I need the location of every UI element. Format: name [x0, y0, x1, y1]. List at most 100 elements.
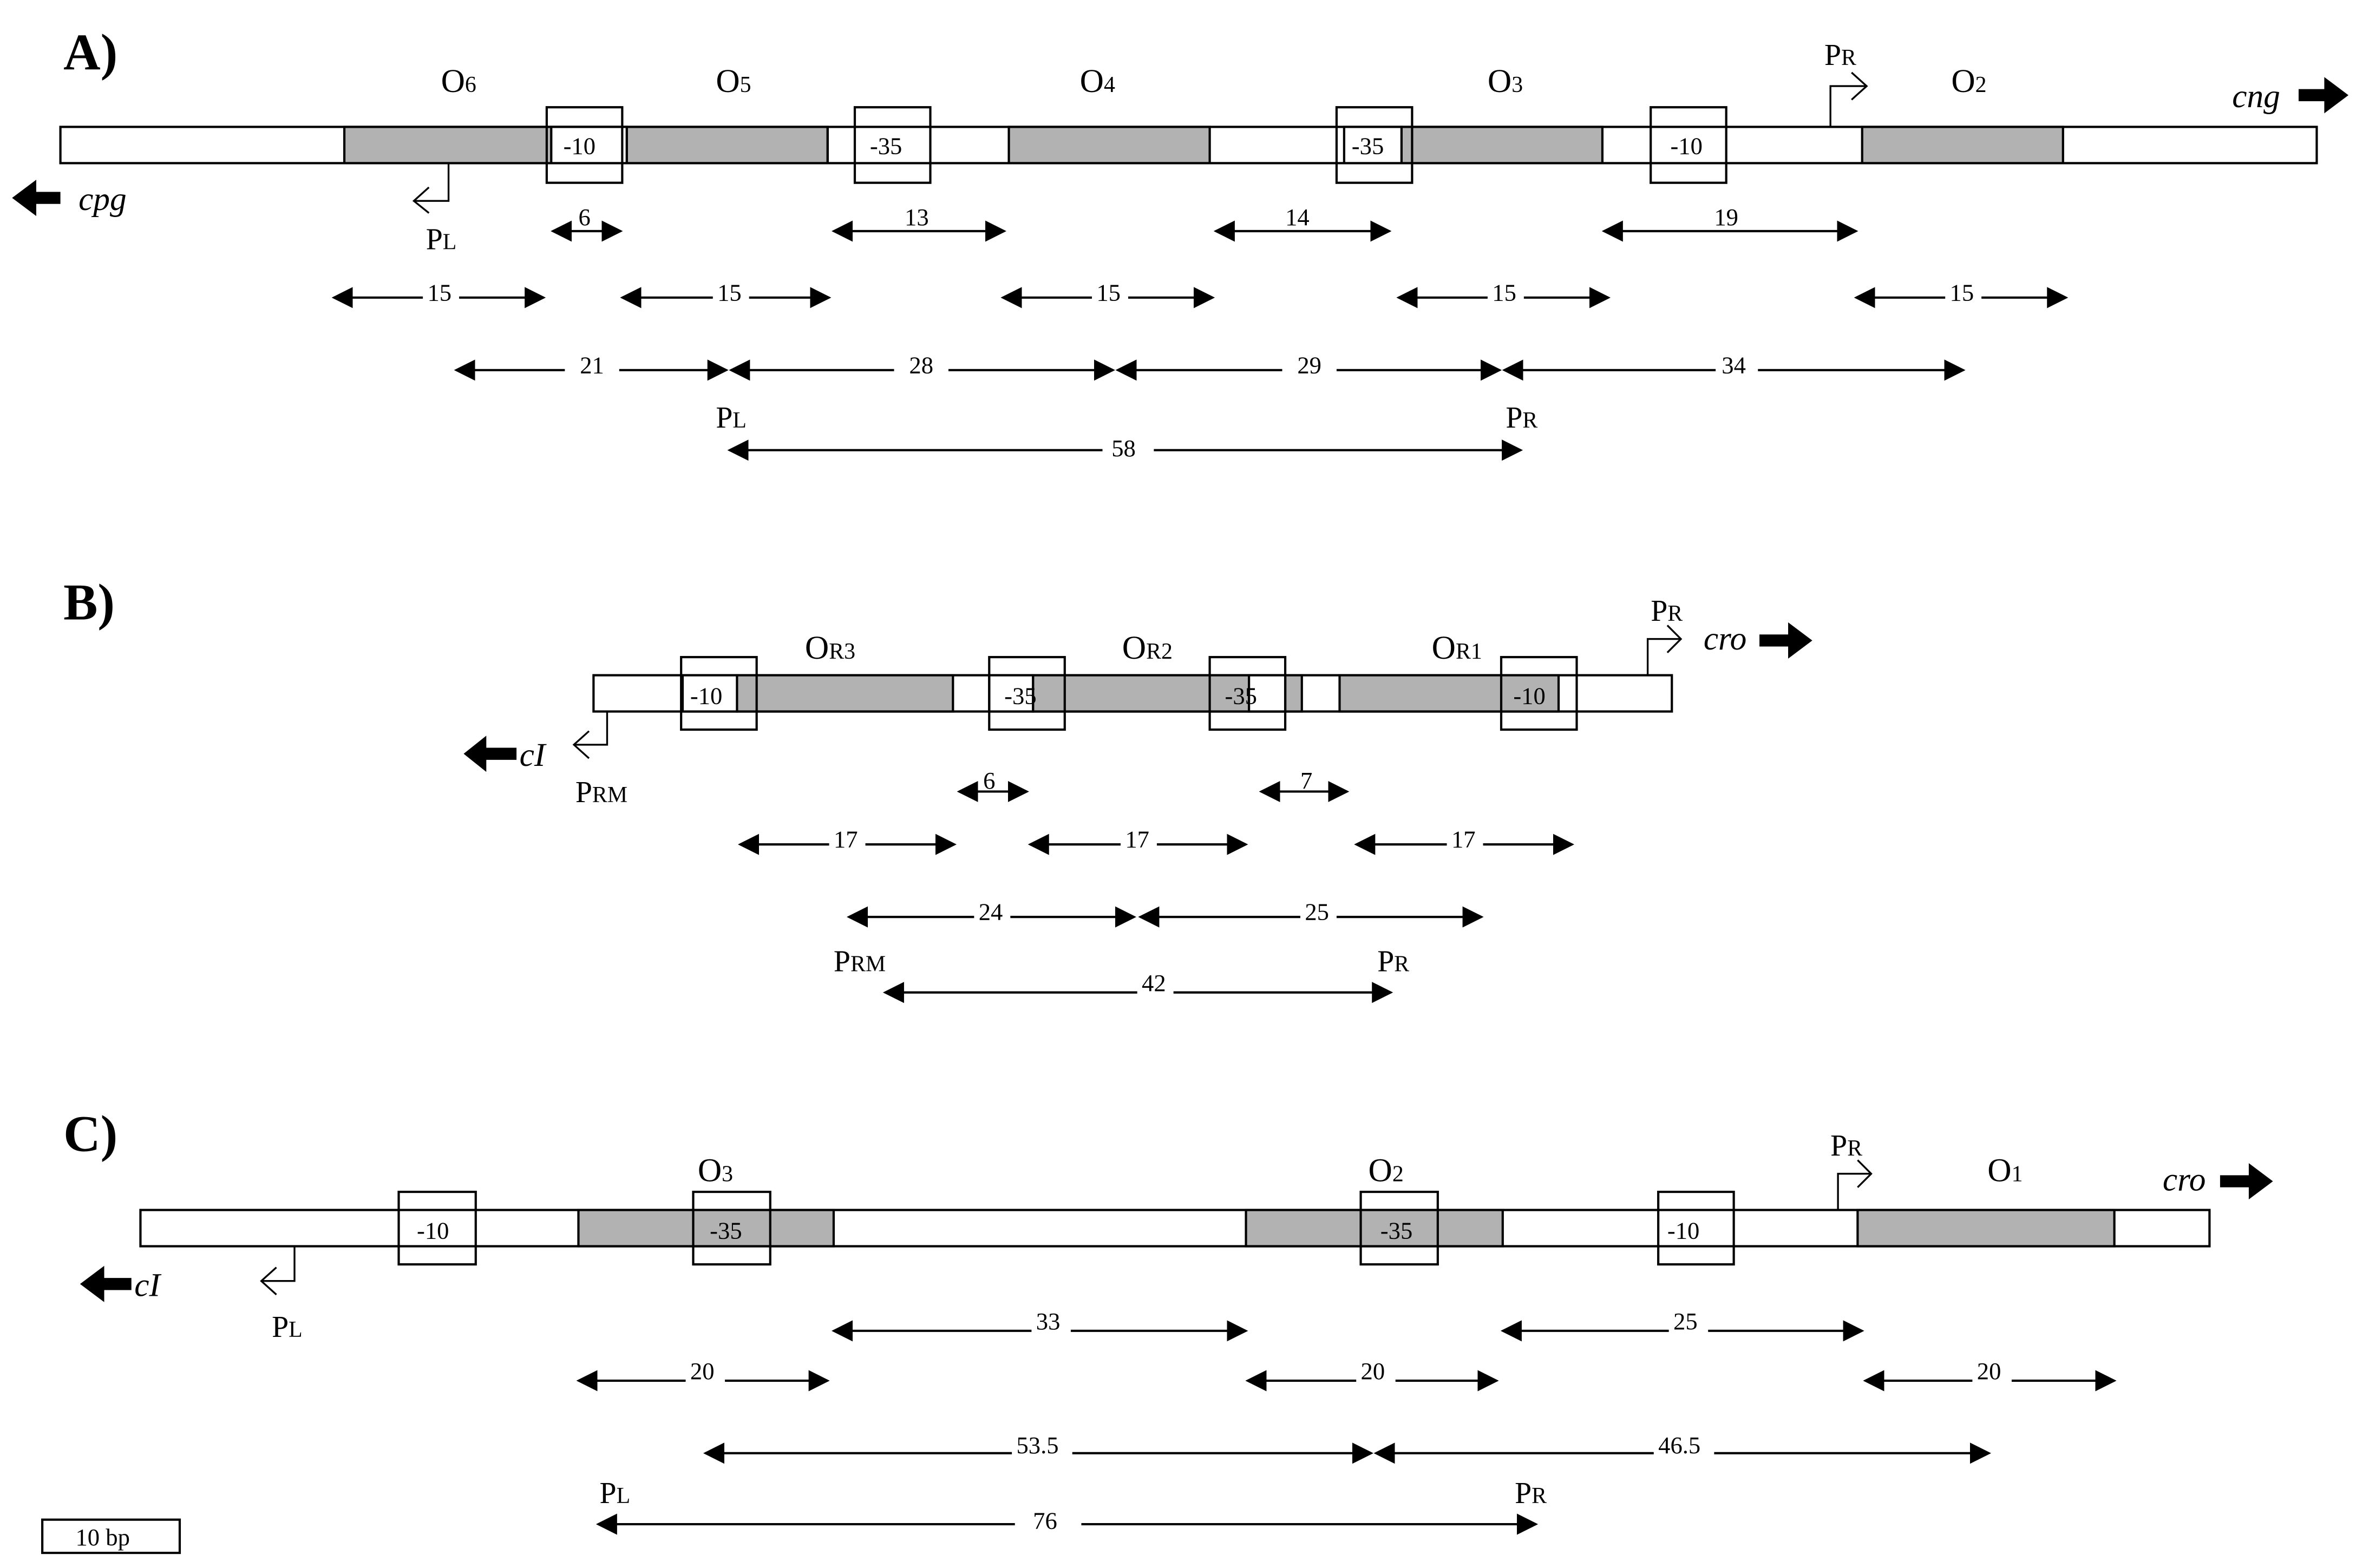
measure-value: 33: [1036, 1308, 1061, 1335]
operator-label: O2: [1369, 1152, 1404, 1189]
minus10-box: [545, 106, 624, 184]
measure-arrow: 20: [1245, 1357, 1499, 1392]
gene-arrow-left-icon: [12, 180, 61, 216]
operator-label: OR1: [1432, 629, 1482, 666]
operator-region: [1245, 1209, 1504, 1248]
operator-region: [1861, 126, 2064, 165]
operator-region: [1856, 1209, 2116, 1248]
minus10-box: [680, 655, 758, 731]
measure-arrow: 76: [595, 1504, 1539, 1535]
measure-value: 42: [1142, 969, 1166, 996]
measure-arrow: 58: [727, 432, 1523, 462]
box-label: -10: [1670, 133, 1702, 160]
measure-value: 15: [1950, 279, 1974, 306]
measure-arrow: 53.5: [703, 1432, 1373, 1464]
minus35-box: [853, 106, 932, 184]
operator-label: OR2: [1122, 629, 1173, 666]
measure-value: 21: [580, 351, 604, 378]
measure-value: 25: [1305, 898, 1329, 926]
measure-arrow: 13: [832, 204, 1007, 242]
operator-label: O5: [716, 63, 751, 100]
promoter-element: [1343, 126, 1403, 165]
gene-label-right: cng: [2232, 78, 2280, 115]
operator-region: [1338, 674, 1560, 713]
operator-label: O4: [1080, 63, 1115, 100]
measure-value: 15: [717, 279, 742, 306]
promoter-label: PRM: [575, 776, 627, 809]
operator-region: [1400, 126, 1604, 165]
measure-arrow: 19: [1601, 204, 1858, 242]
scale-bar: [41, 1518, 181, 1554]
promoter-label: PR: [1515, 1477, 1547, 1510]
measure-value: 13: [905, 204, 929, 231]
operator-label: O2: [1951, 63, 1986, 100]
measure-arrow: 20: [1863, 1357, 2117, 1392]
panel-c: C) O3 O2 O1 -10 -35 -35 -10 cI cro PL: [41, 1105, 2273, 1554]
gene-arrow-right-icon: [2220, 1163, 2273, 1200]
measure-value: 20: [1361, 1357, 1385, 1385]
measure-value: 15: [1096, 279, 1121, 306]
gene-label-left: cI: [134, 1267, 161, 1304]
box-label: -35: [1225, 683, 1256, 710]
operator-label: OR3: [805, 629, 855, 666]
measure-arrow: 17: [738, 826, 957, 855]
measure-value: 25: [1673, 1308, 1698, 1335]
measure-value: 17: [1125, 826, 1149, 853]
box-label: -35: [1352, 133, 1384, 160]
operator-label: O1: [1987, 1152, 2023, 1189]
promoter-label: PR: [1830, 1129, 1862, 1163]
measure-value: 24: [979, 898, 1003, 926]
operator-region: [577, 1209, 835, 1248]
measure-value: 53.5: [1016, 1432, 1058, 1459]
minus10-box: [1657, 1190, 1735, 1266]
promoter-label: PL: [426, 222, 457, 256]
measure-arrow: 20: [576, 1357, 830, 1392]
measure-arrow: 21: [454, 350, 729, 381]
minus10-box: [1650, 106, 1727, 184]
scale-bar-label: 10 bp: [75, 1524, 129, 1551]
measure-arrow: 15: [1000, 279, 1215, 309]
box-label: -35: [710, 1217, 742, 1244]
measure-value: 46.5: [1658, 1432, 1700, 1459]
promoter-label: PR: [1377, 945, 1409, 979]
measure-arrow: 46.5: [1373, 1432, 1991, 1464]
minus35-box: [1208, 655, 1287, 731]
promoter-arrow-left-icon: [412, 163, 450, 214]
gene-label-right: cro: [1704, 620, 1747, 657]
promoter-label: PR: [1651, 594, 1683, 628]
box-label: -35: [1380, 1217, 1412, 1244]
promoter-arrow-right-icon: [1829, 71, 1868, 127]
measure-value: 6: [578, 204, 590, 231]
operator-label: O3: [1488, 63, 1523, 100]
promoter-element: [550, 126, 628, 165]
gene-label-left: cpg: [78, 181, 127, 218]
gene-label-left: cI: [520, 737, 547, 773]
box-label: -35: [1004, 683, 1036, 710]
measure-value: 34: [1722, 351, 1746, 378]
gene-arrow-left-icon: [463, 736, 517, 772]
measure-arrow: 29: [1115, 350, 1502, 381]
promoter-element: [988, 674, 1035, 713]
measure-value: 20: [1977, 1357, 2001, 1385]
box-label: -35: [870, 133, 902, 160]
measure-arrow: 15: [1854, 279, 2069, 309]
promoter-label: PL: [716, 401, 747, 435]
measure-arrow: 17: [1028, 826, 1248, 855]
promoter-arrow-right-icon: [1646, 625, 1683, 675]
measure-arrow: 6: [551, 204, 623, 242]
measure-arrow: 15: [620, 279, 832, 309]
promoter-label: PL: [600, 1477, 631, 1510]
measure-arrow: 7: [1259, 767, 1350, 802]
panel-c-label: C): [63, 1105, 117, 1163]
measure-value: 28: [909, 351, 933, 378]
operator-label: O6: [441, 63, 476, 100]
operator-region: [625, 126, 829, 165]
measure-value: 14: [1285, 204, 1310, 231]
gene-arrow-right-icon: [1759, 622, 1812, 659]
minus10-box: [1500, 655, 1578, 731]
measure-value: 7: [1300, 767, 1312, 794]
promoter-arrow-left-icon: [572, 711, 608, 759]
box-label: -10: [417, 1217, 449, 1244]
measure-value: 58: [1111, 435, 1136, 462]
